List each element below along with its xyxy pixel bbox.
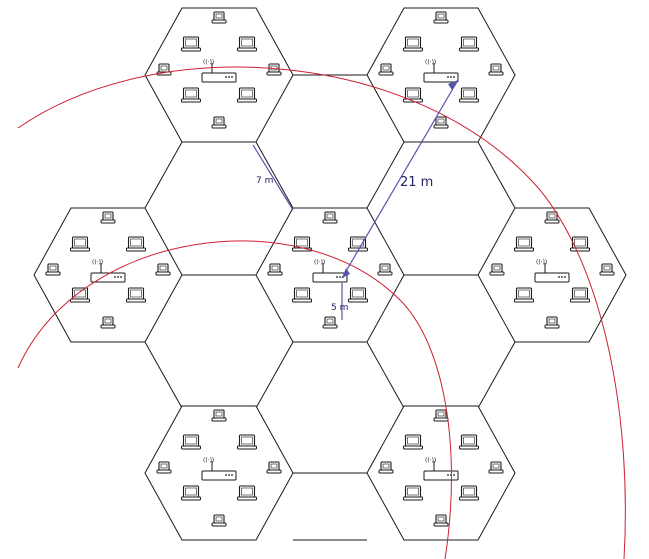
grid-line bbox=[366, 141, 405, 209]
router-distance-measure-line bbox=[341, 79, 459, 279]
laptop-icon bbox=[348, 287, 368, 303]
laptop-icon bbox=[322, 316, 338, 329]
grid-line bbox=[255, 341, 294, 409]
router-icon: ((·)) bbox=[423, 457, 459, 481]
laptop-icon bbox=[433, 409, 449, 422]
hex-cell-bottom-right: ((·)) bbox=[366, 405, 516, 541]
hex-cell-top-left: ((·)) bbox=[144, 7, 294, 143]
laptop-icon bbox=[378, 63, 394, 76]
laptop-icon bbox=[544, 316, 560, 329]
arrowhead bbox=[448, 80, 458, 90]
laptop-icon bbox=[459, 87, 479, 103]
laptop-icon bbox=[322, 211, 338, 224]
laptop-icon bbox=[181, 485, 201, 501]
laptop-icon bbox=[403, 87, 423, 103]
router-distance-label: 21 m bbox=[400, 175, 433, 190]
laptop-icon bbox=[433, 11, 449, 24]
laptop-icon bbox=[267, 263, 283, 276]
distance-measurements: 7 m 21 m 5 m bbox=[252, 79, 459, 320]
laptop-icon bbox=[377, 263, 393, 276]
laptop-icon bbox=[211, 116, 227, 129]
laptop-icon bbox=[459, 485, 479, 501]
laptop-icon bbox=[459, 434, 479, 450]
laptop-icon bbox=[544, 211, 560, 224]
laptop-icon bbox=[433, 514, 449, 527]
wifi-signal-icon: ((·)) bbox=[203, 457, 214, 464]
wifi-signal-icon: ((·)) bbox=[425, 457, 436, 464]
hex-gap-measure-line bbox=[252, 144, 294, 211]
laptop-distance-label: 5 m bbox=[331, 303, 348, 313]
hex-cell-middle-right: ((·)) bbox=[477, 207, 627, 343]
laptop-icon bbox=[403, 36, 423, 52]
range-arc-large bbox=[17, 66, 626, 559]
hex-cell-top-right: ((·)) bbox=[366, 7, 516, 143]
laptop-icon bbox=[488, 63, 504, 76]
laptop-icon bbox=[514, 287, 534, 303]
wifi-signal-icon: ((·)) bbox=[536, 259, 547, 266]
laptop-icon bbox=[266, 63, 282, 76]
grid-line bbox=[477, 341, 516, 409]
laptop-icon bbox=[126, 287, 146, 303]
laptop-icon bbox=[403, 434, 423, 450]
laptop-icon bbox=[488, 461, 504, 474]
laptop-icon bbox=[237, 434, 257, 450]
laptop-icon bbox=[126, 236, 146, 252]
laptop-icon bbox=[570, 287, 590, 303]
laptop-icon bbox=[378, 461, 394, 474]
hex-cell-middle-left: ((·)) bbox=[33, 207, 183, 343]
laptop-icon bbox=[155, 263, 171, 276]
laptop-icon bbox=[433, 116, 449, 129]
laptop-icon bbox=[181, 36, 201, 52]
grid-line bbox=[144, 341, 183, 409]
hex-cell-bottom-left: ((·)) bbox=[144, 405, 294, 541]
laptop-icon bbox=[181, 87, 201, 103]
grid-line bbox=[144, 141, 183, 209]
laptop-icon bbox=[211, 409, 227, 422]
laptop-icon bbox=[156, 461, 172, 474]
laptop-icon bbox=[211, 11, 227, 24]
laptop-icon bbox=[237, 87, 257, 103]
laptop-icon bbox=[489, 263, 505, 276]
arrowhead bbox=[342, 268, 350, 278]
laptop-icon bbox=[570, 236, 590, 252]
wifi-signal-icon: ((·)) bbox=[92, 259, 103, 266]
laptop-icon bbox=[514, 236, 534, 252]
laptop-icon bbox=[403, 485, 423, 501]
wifi-signal-icon: ((·)) bbox=[203, 59, 214, 66]
laptop-icon bbox=[599, 263, 615, 276]
grid-line bbox=[477, 141, 516, 209]
router-icon: ((·)) bbox=[312, 259, 348, 283]
grid-line bbox=[366, 341, 405, 409]
grid-line bbox=[255, 141, 294, 209]
laptop-icon bbox=[70, 236, 90, 252]
router-icon: ((·)) bbox=[201, 59, 237, 83]
laptop-icon bbox=[211, 514, 227, 527]
hex-gap-label: 7 m bbox=[256, 176, 273, 186]
hex-cells: ((·)) ((·)) ((·)) ((·)) ((·)) ((·)) ((·)) bbox=[33, 7, 627, 541]
router-icon: ((·)) bbox=[90, 259, 126, 283]
laptop-icon bbox=[156, 63, 172, 76]
router-icon: ((·)) bbox=[534, 259, 570, 283]
laptop-icon bbox=[45, 263, 61, 276]
router-icon: ((·)) bbox=[423, 59, 459, 83]
wifi-signal-icon: ((·)) bbox=[314, 259, 325, 266]
laptop-icon bbox=[100, 211, 116, 224]
laptop-icon bbox=[266, 461, 282, 474]
laptop-icon bbox=[459, 36, 479, 52]
laptop-icon bbox=[292, 287, 312, 303]
range-arc-small bbox=[17, 240, 452, 559]
router-icon: ((·)) bbox=[201, 457, 237, 481]
laptop-icon bbox=[237, 36, 257, 52]
laptop-icon bbox=[70, 287, 90, 303]
laptop-icon bbox=[181, 434, 201, 450]
laptop-icon bbox=[292, 236, 312, 252]
wifi-signal-icon: ((·)) bbox=[425, 59, 436, 66]
laptop-icon bbox=[237, 485, 257, 501]
laptop-icon bbox=[100, 316, 116, 329]
range-arcs bbox=[17, 66, 626, 559]
hex-cell-center: ((·)) bbox=[255, 207, 405, 343]
